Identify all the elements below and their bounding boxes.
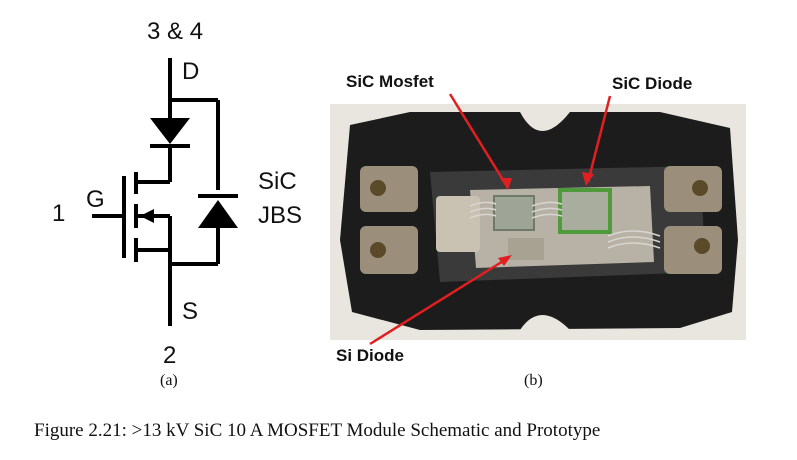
body-arrow-icon bbox=[140, 209, 154, 223]
subcaption-a: (a) bbox=[160, 372, 178, 389]
module-photo bbox=[330, 93, 746, 346]
gate-pin-label: 1 bbox=[52, 200, 66, 227]
subcaption-b: (b) bbox=[524, 372, 543, 389]
jbs-label-line2: JBS bbox=[258, 202, 303, 229]
si-diode-label: Si Diode bbox=[336, 346, 405, 365]
sic-mosfet-label: SiC Mosfet bbox=[346, 72, 434, 91]
source-pin-label: 2 bbox=[163, 342, 177, 369]
sic-diode-label: SiC Diode bbox=[612, 74, 693, 93]
jbs-label-line1: SiC bbox=[258, 168, 297, 195]
mosfet-schematic bbox=[92, 58, 220, 326]
jbs-diode-icon bbox=[198, 200, 238, 228]
drain-label: D bbox=[182, 58, 200, 85]
source-label: S bbox=[182, 298, 199, 325]
figure-caption: Figure 2.21: >13 kV SiC 10 A MOSFET Modu… bbox=[34, 420, 601, 441]
series-diode-icon bbox=[150, 118, 190, 144]
drain-pin-label: 3 & 4 bbox=[147, 18, 204, 45]
gate-label: G bbox=[86, 186, 105, 213]
